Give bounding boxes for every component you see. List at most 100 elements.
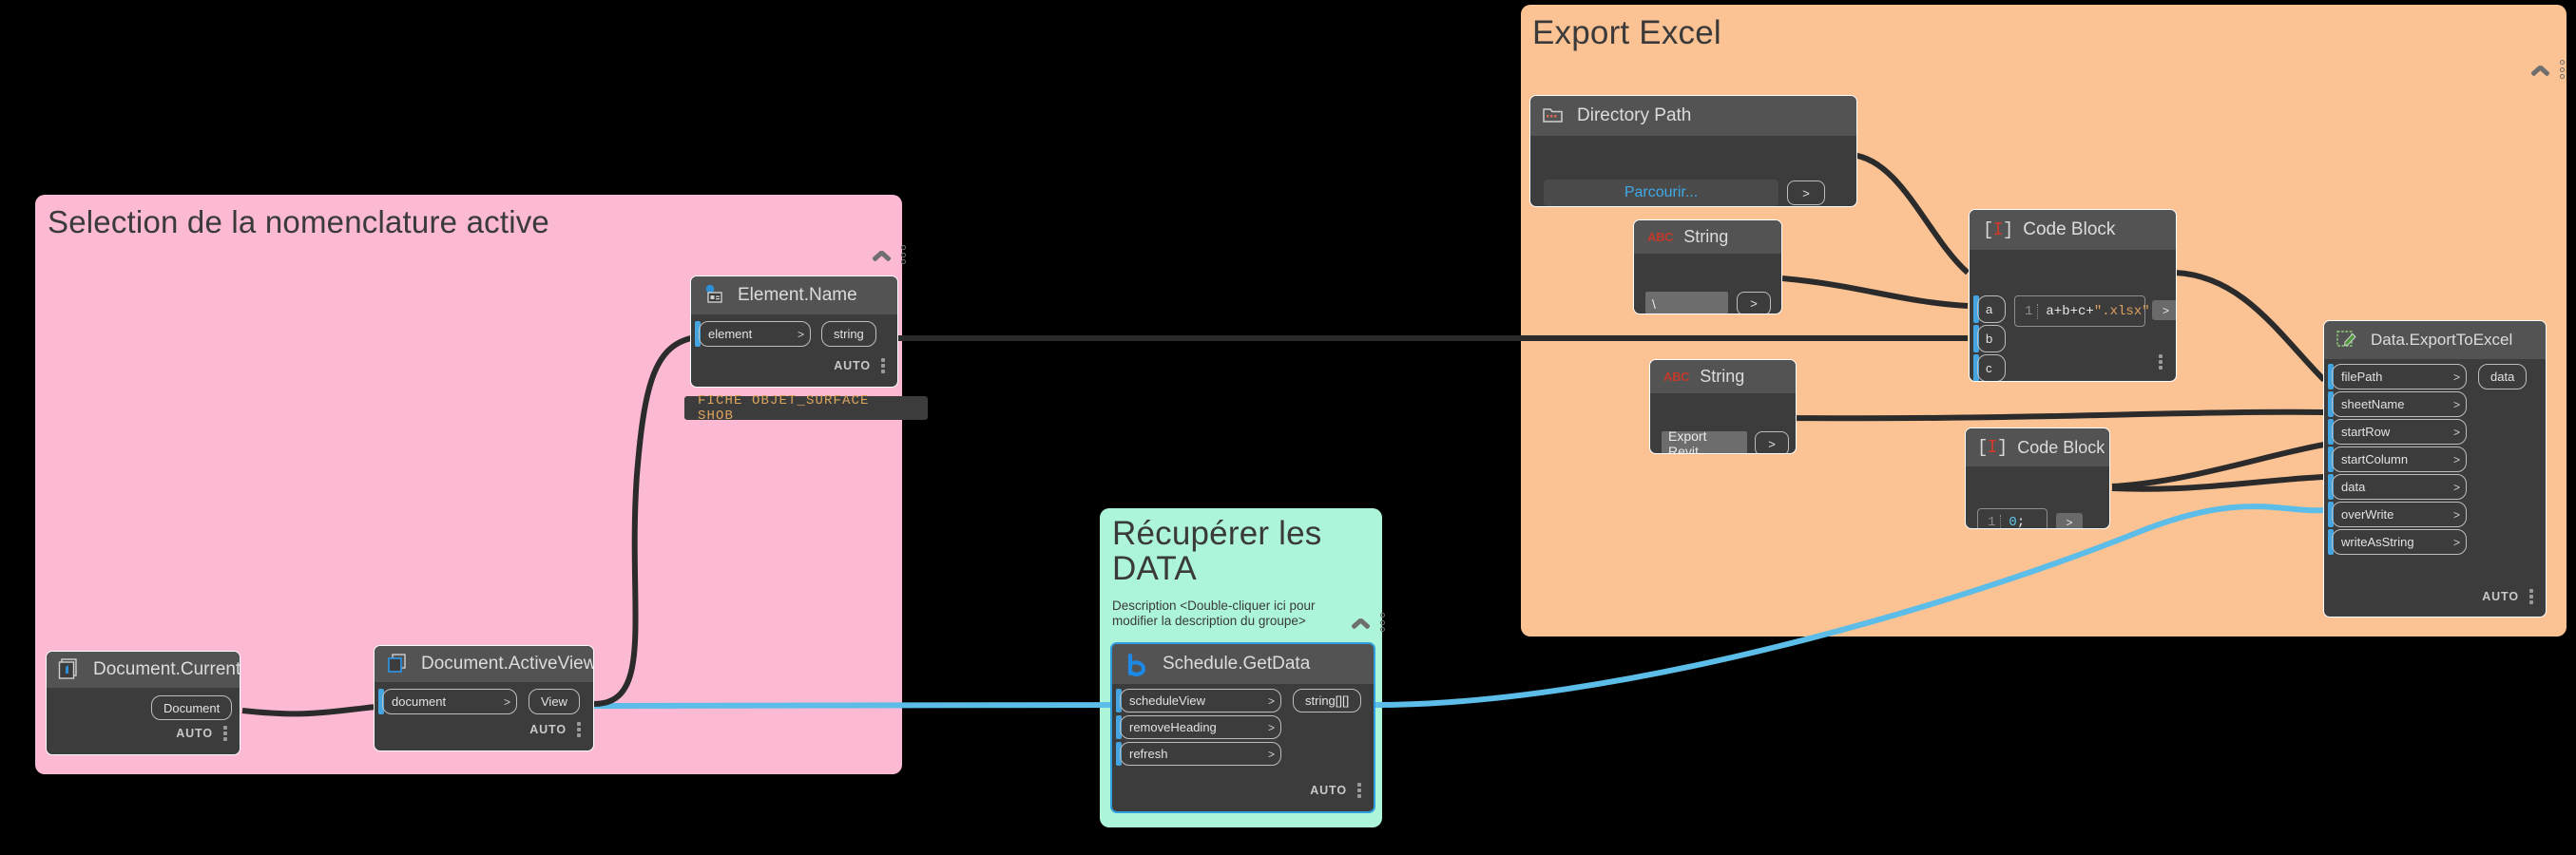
input-port-marker (2328, 419, 2334, 445)
node-menu-icon[interactable] (577, 722, 581, 737)
input-port-marker (1116, 742, 1122, 766)
node-body: document > View (375, 682, 593, 719)
port-caret: > (1267, 694, 1275, 708)
port-label: document (392, 694, 447, 709)
code-text: a+b+c+".xlsx"; (2037, 303, 2158, 319)
output-port-document[interactable]: Document (151, 695, 233, 720)
code-text: 0; (2000, 515, 2025, 528)
output-port-directory[interactable]: > (1787, 180, 1825, 205)
node-menu-icon[interactable] (2159, 354, 2163, 370)
node-code-block-zero[interactable]: [I] Code Block 1 0; > (1965, 428, 2110, 529)
input-port-marker (378, 689, 384, 714)
port-label: removeHeading (1129, 720, 1217, 734)
node-title: Code Block (2017, 437, 2105, 457)
node-data-exporttoexcel[interactable]: Data.ExportToExcel filePath > data sheet… (2323, 320, 2547, 618)
port-caret: > (2452, 480, 2460, 494)
node-header: Directory Path (1530, 96, 1856, 136)
group-selection-controls[interactable] (872, 245, 906, 264)
output-port-result[interactable]: > (2152, 300, 2176, 320)
port-label: scheduleView (1129, 694, 1205, 708)
node-menu-icon[interactable] (1357, 783, 1361, 798)
run-mode-label: AUTO (834, 359, 871, 372)
input-port-a[interactable]: a (1977, 295, 2006, 323)
node-string-backslash[interactable]: ABC String \ > (1633, 219, 1782, 314)
input-port-b[interactable]: b (1977, 325, 2006, 352)
input-port-refresh[interactable]: refresh > (1120, 742, 1281, 766)
node-header: [I] Code Block (1966, 428, 2109, 466)
node-menu-icon[interactable] (2529, 589, 2533, 604)
node-ports: Document (47, 694, 240, 723)
node-title: Document.Current (93, 659, 240, 679)
node-document-current[interactable]: Document.Current Document AUTO (46, 651, 240, 755)
output-port-string[interactable]: > (1755, 431, 1789, 453)
input-port-element[interactable]: element > (699, 321, 811, 347)
input-port-scheduleview[interactable]: scheduleView > (1120, 689, 1281, 712)
node-header: Element.Name (691, 276, 897, 314)
output-port-result[interactable]: > (2056, 513, 2083, 528)
output-port-string[interactable]: > (1737, 292, 1771, 314)
browse-button[interactable]: Parcourir... (1544, 180, 1778, 206)
input-port-marker (1973, 295, 1979, 323)
input-port-overwrite[interactable]: overWrite > (2332, 502, 2467, 527)
chevron-up-icon[interactable] (872, 249, 893, 261)
node-title: Document.ActiveView (421, 654, 594, 674)
group-recuperer-controls[interactable] (1351, 613, 1385, 632)
port-label: data (2341, 480, 2366, 494)
node-schedule-getdata[interactable]: Schedule.GetData scheduleView > string[]… (1110, 642, 1375, 813)
port-label: sheetName (2341, 397, 2405, 411)
node-string-export-revit[interactable]: ABC String Export Revit > (1649, 359, 1797, 454)
node-title: Data.ExportToExcel (2371, 331, 2513, 349)
node-menu-icon[interactable] (223, 726, 227, 741)
node-directory-path[interactable]: Directory Path Parcourir... > C:\Users\S… (1529, 95, 1857, 207)
group-export-controls[interactable] (2530, 60, 2565, 79)
code-string-literal: ".xlsx" (2093, 303, 2150, 319)
output-port-string[interactable]: string (821, 321, 876, 347)
input-port-filepath[interactable]: filePath > (2332, 364, 2467, 390)
string-value-input[interactable]: Export Revit (1662, 428, 1747, 453)
kebab-menu-icon[interactable] (1380, 613, 1385, 632)
kebab-menu-icon[interactable] (2560, 60, 2565, 79)
port-caret: > (1267, 720, 1275, 734)
node-code-block-filename[interactable]: [I] Code Block a b c (1969, 209, 2177, 382)
port-caret: > (2452, 535, 2460, 549)
group-recuperer-title: Récupérer les DATA (1112, 515, 1322, 588)
input-port-writeasstring[interactable]: writeAsString > (2332, 529, 2467, 555)
node-body: filePath > data sheetName > startRow (2324, 359, 2546, 555)
node-header: Data.ExportToExcel (2324, 321, 2546, 359)
node-title: Schedule.GetData (1163, 654, 1311, 674)
node-header: Document.ActiveView (375, 646, 593, 682)
input-port-sheetname[interactable]: sheetName > (2332, 391, 2467, 417)
node-title: Directory Path (1577, 105, 1692, 125)
node-footer: AUTO (1310, 778, 1374, 808)
code-editor[interactable]: 1 0; (1977, 508, 2047, 528)
node-title: Element.Name (738, 285, 857, 305)
node-document-activeview[interactable]: Document.ActiveView document > View AUTO (374, 645, 594, 751)
node-element-name[interactable]: Element.Name element > string AUTO (690, 276, 898, 388)
code-prefix: a+b+c+ (2046, 303, 2094, 319)
output-port-data[interactable]: data (2478, 364, 2528, 390)
input-port-removeheading[interactable]: removeHeading > (1120, 715, 1281, 739)
port-caret: > (2452, 370, 2460, 384)
input-port-document[interactable]: document > (382, 689, 517, 714)
input-port-marker (1973, 325, 1979, 352)
input-port-c[interactable]: c (1977, 354, 2006, 381)
node-menu-icon[interactable] (881, 358, 885, 373)
port-caret: > (2452, 507, 2460, 522)
kebab-menu-icon[interactable] (901, 245, 906, 264)
input-port-startcolumn[interactable]: startColumn > (2332, 446, 2467, 472)
port-label: startRow (2341, 425, 2391, 439)
chevron-up-icon[interactable] (1351, 617, 1372, 629)
chevron-up-icon[interactable] (2530, 64, 2551, 76)
input-port-marker (1116, 689, 1122, 712)
string-value-input[interactable]: \ (1645, 292, 1728, 314)
input-port-data[interactable]: data > (2332, 474, 2467, 500)
output-port-view[interactable]: View (529, 689, 580, 714)
revit-view-icon (386, 653, 411, 675)
output-port-stringarray[interactable]: string[][] (1293, 689, 1362, 712)
port-label: overWrite (2341, 507, 2394, 522)
code-editor[interactable]: 1 a+b+c+".xlsx"; (2014, 295, 2158, 327)
input-port-startrow[interactable]: startRow > (2332, 419, 2467, 445)
port-caret: > (2452, 425, 2460, 439)
node-title: String (1700, 367, 1745, 386)
